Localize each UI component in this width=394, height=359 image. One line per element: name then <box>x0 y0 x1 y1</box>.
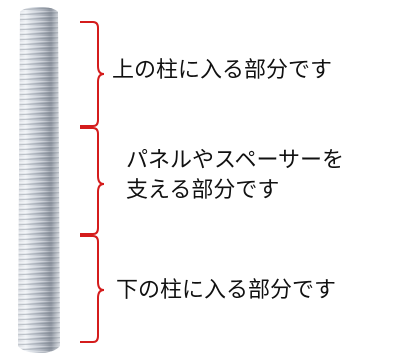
middle-bracket <box>80 127 105 235</box>
middle-section-text-line2: 支える部分です <box>126 178 280 203</box>
lower-section-text: 下の柱に入る部分です <box>116 278 337 303</box>
upper-bracket <box>80 21 105 127</box>
upper-section-label: 上の柱に入る部分です <box>112 56 332 86</box>
lower-section-label: 下の柱に入る部分です <box>116 276 336 306</box>
threaded-rod-image <box>18 7 60 353</box>
middle-section-label: パネルやスペーサーを 支える部分です <box>126 146 344 206</box>
middle-section-text-line1: パネルやスペーサーを <box>126 148 345 173</box>
lower-bracket <box>80 235 105 343</box>
upper-section-text: 上の柱に入る部分です <box>112 58 333 83</box>
